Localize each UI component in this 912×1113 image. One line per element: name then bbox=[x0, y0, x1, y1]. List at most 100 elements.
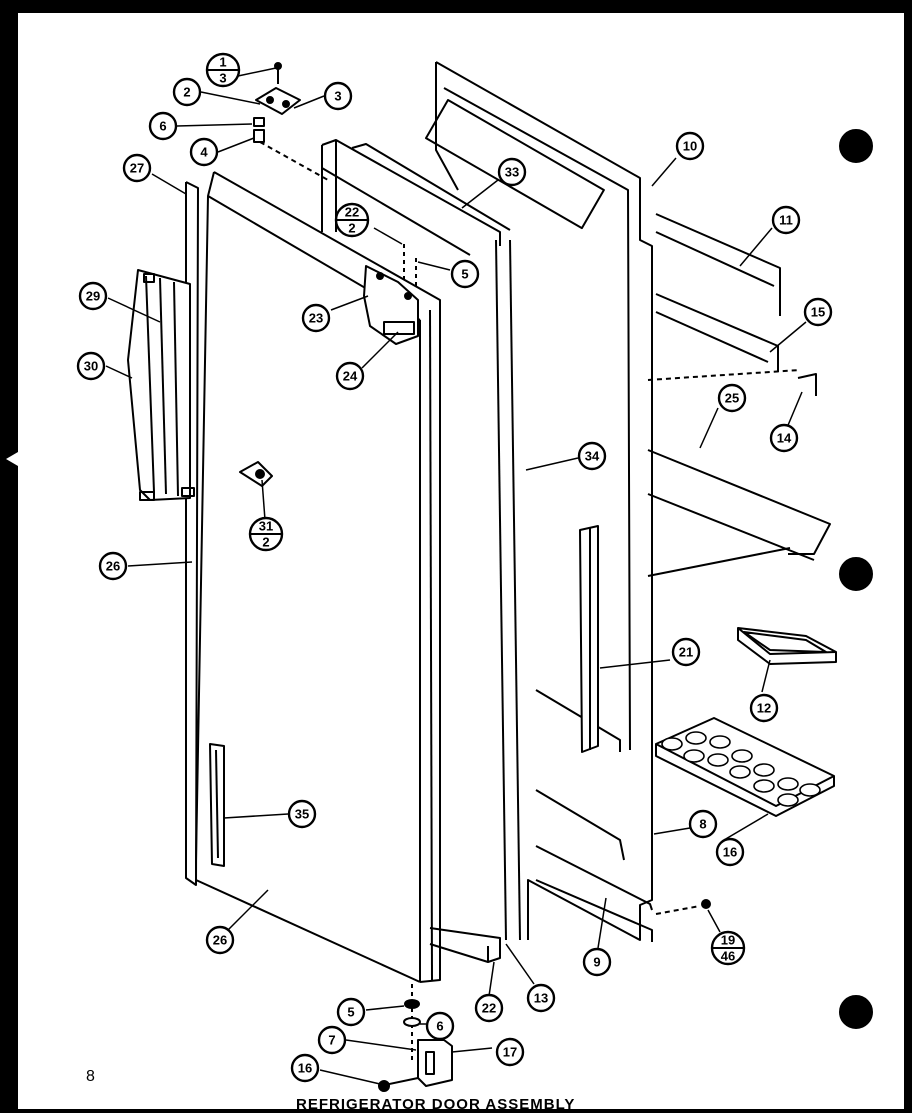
svg-text:10: 10 bbox=[683, 139, 697, 154]
callout-11: 11 bbox=[771, 205, 801, 235]
margin-arrow-icon bbox=[6, 452, 18, 466]
callout-6a: 6 bbox=[148, 111, 178, 141]
callout-27: 27 bbox=[122, 153, 152, 183]
callout-24: 24 bbox=[335, 361, 365, 391]
svg-text:2: 2 bbox=[348, 221, 355, 236]
door-shelves bbox=[647, 213, 831, 577]
center-hinge-cam bbox=[239, 461, 273, 487]
trim-strip bbox=[209, 743, 225, 867]
page-number: 8 bbox=[86, 1068, 95, 1085]
svg-text:17: 17 bbox=[503, 1045, 517, 1060]
callout-14: 14 bbox=[769, 423, 799, 453]
svg-text:30: 30 bbox=[84, 359, 98, 374]
svg-text:3: 3 bbox=[219, 71, 226, 86]
door-liner bbox=[425, 61, 653, 981]
door-handle bbox=[127, 269, 195, 501]
callout-26a: 26 bbox=[98, 551, 128, 581]
callout-22-2: 22 2 bbox=[334, 202, 370, 238]
svg-text:9: 9 bbox=[593, 955, 600, 970]
svg-text:34: 34 bbox=[585, 449, 600, 464]
callout-26b: 26 bbox=[205, 925, 235, 955]
screw bbox=[655, 899, 711, 915]
callout-3: 3 bbox=[323, 81, 353, 111]
callout-12: 12 bbox=[749, 693, 779, 723]
svg-text:7: 7 bbox=[328, 1033, 335, 1048]
callout-8: 8 bbox=[688, 809, 718, 839]
callout-13: 13 bbox=[526, 983, 556, 1013]
leader-lines bbox=[105, 67, 807, 1085]
svg-text:2: 2 bbox=[262, 535, 269, 550]
binder-hole-bottom bbox=[839, 995, 873, 1029]
callout-10: 10 bbox=[675, 131, 705, 161]
bottom-hinge bbox=[378, 984, 453, 1092]
outer-door-panel bbox=[185, 171, 441, 983]
callout-21: 21 bbox=[671, 637, 701, 667]
svg-text:4: 4 bbox=[200, 145, 208, 160]
callout-16b: 16 bbox=[290, 1053, 320, 1083]
egg-tray bbox=[655, 717, 835, 817]
callout-35: 35 bbox=[287, 799, 317, 829]
binder-hole-middle bbox=[839, 557, 873, 591]
svg-text:19: 19 bbox=[721, 933, 735, 948]
callout-25: 25 bbox=[717, 383, 747, 413]
split-callouts: 1 3 22 2 31 2 19 46 bbox=[205, 52, 746, 966]
svg-text:5: 5 bbox=[347, 1005, 354, 1020]
svg-text:6: 6 bbox=[159, 119, 166, 134]
svg-text:31: 31 bbox=[259, 519, 273, 534]
svg-text:25: 25 bbox=[725, 391, 739, 406]
callout-5b: 5 bbox=[336, 997, 366, 1027]
svg-text:22: 22 bbox=[482, 1001, 496, 1016]
callout-31-2: 31 2 bbox=[248, 516, 284, 552]
svg-text:16: 16 bbox=[723, 845, 737, 860]
svg-text:33: 33 bbox=[505, 165, 519, 180]
svg-text:23: 23 bbox=[309, 311, 323, 326]
svg-text:22: 22 bbox=[345, 205, 359, 220]
svg-text:13: 13 bbox=[534, 991, 548, 1006]
callout-17: 17 bbox=[495, 1037, 525, 1067]
svg-text:1: 1 bbox=[219, 55, 226, 70]
svg-text:11: 11 bbox=[779, 213, 793, 228]
svg-text:8: 8 bbox=[699, 817, 706, 832]
svg-text:16: 16 bbox=[298, 1061, 312, 1076]
svg-text:6: 6 bbox=[436, 1019, 443, 1034]
door-post bbox=[579, 525, 599, 753]
door-stop bbox=[363, 244, 419, 345]
svg-text:29: 29 bbox=[86, 289, 100, 304]
callout-4: 4 bbox=[189, 137, 219, 167]
page-title: REFRIGERATOR DOOR ASSEMBLY bbox=[296, 1096, 576, 1113]
svg-text:46: 46 bbox=[721, 949, 735, 964]
callout-9: 9 bbox=[582, 947, 612, 977]
svg-text:35: 35 bbox=[295, 807, 309, 822]
callout-15: 15 bbox=[803, 297, 833, 327]
callout-30: 30 bbox=[76, 351, 106, 381]
callout-19-46: 19 46 bbox=[710, 930, 746, 966]
svg-text:26: 26 bbox=[213, 933, 227, 948]
svg-text:5: 5 bbox=[461, 267, 468, 282]
butter-dish bbox=[737, 627, 837, 665]
svg-text:12: 12 bbox=[757, 701, 771, 716]
binder-hole-top bbox=[839, 129, 873, 163]
svg-text:14: 14 bbox=[777, 431, 792, 446]
top-hinge bbox=[253, 62, 329, 181]
callout-6b: 6 bbox=[425, 1011, 455, 1041]
callout-1-3: 1 3 bbox=[205, 52, 241, 88]
bottom-gasket-piece bbox=[429, 927, 501, 963]
svg-text:2: 2 bbox=[183, 85, 190, 100]
callouts: 2 3 6 4 27 29 30 26 5 23 24 33 34 10 11 … bbox=[76, 77, 833, 1083]
callout-34: 34 bbox=[577, 441, 607, 471]
callout-33: 33 bbox=[497, 157, 527, 187]
callout-7: 7 bbox=[317, 1025, 347, 1055]
callout-29: 29 bbox=[78, 281, 108, 311]
svg-text:24: 24 bbox=[343, 369, 358, 384]
top-trim-strips bbox=[321, 139, 511, 256]
svg-text:26: 26 bbox=[106, 559, 120, 574]
svg-text:27: 27 bbox=[130, 161, 144, 176]
callout-22b: 22 bbox=[474, 993, 504, 1023]
callout-23: 23 bbox=[301, 303, 331, 333]
svg-text:21: 21 bbox=[679, 645, 693, 660]
callout-5a: 5 bbox=[450, 259, 480, 289]
callout-2: 2 bbox=[172, 77, 202, 107]
diagram-sheet bbox=[18, 13, 904, 1109]
svg-text:3: 3 bbox=[334, 89, 341, 104]
